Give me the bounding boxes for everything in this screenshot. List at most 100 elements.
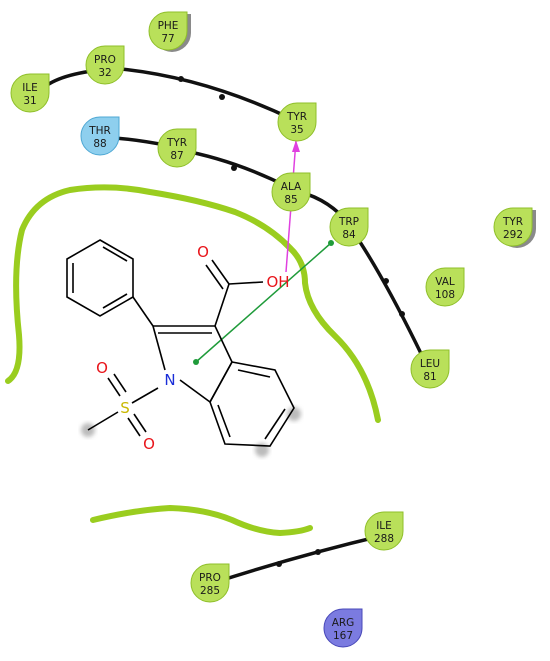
residue-bubble bbox=[329, 207, 369, 247]
atom-oh: OH bbox=[266, 273, 289, 291]
backbone-pro285-ile288 bbox=[212, 533, 386, 585]
residue-bubble bbox=[148, 11, 188, 51]
pi-pi-line bbox=[195, 242, 332, 363]
pi-pi-endpoint bbox=[193, 359, 199, 365]
atom-o-sulfonyl-2: O bbox=[143, 435, 155, 453]
residue-number: 108 bbox=[435, 289, 455, 301]
residue-name: THR bbox=[88, 125, 111, 137]
residue-number: 31 bbox=[23, 95, 36, 107]
phenyl-ring bbox=[66, 239, 134, 317]
backbone-node bbox=[315, 549, 321, 555]
interactions bbox=[193, 139, 334, 365]
residue-name: PRO bbox=[94, 54, 116, 66]
residue-number: 167 bbox=[333, 630, 353, 642]
phenyl-double-bond bbox=[102, 293, 128, 309]
atom-o-sulfonyl-1: O bbox=[96, 359, 108, 377]
backbone-pro32-tyr35 bbox=[109, 66, 295, 122]
residue-number: 292 bbox=[503, 229, 523, 241]
hbond-arrowhead bbox=[292, 140, 300, 152]
residue-bubble bbox=[85, 45, 125, 85]
backbone-node bbox=[383, 278, 389, 284]
residue-name: ILE bbox=[22, 82, 38, 94]
residue-name: LEU bbox=[420, 358, 440, 370]
residue-name: VAL bbox=[435, 276, 455, 288]
bond-c3-cooh bbox=[214, 283, 230, 327]
atom-n: N bbox=[164, 371, 175, 389]
pi-pi-endpoint bbox=[328, 240, 334, 246]
bond-c-o bbox=[211, 259, 230, 285]
ligand: O OH N S O O bbox=[66, 239, 301, 457]
residue-name: ILE bbox=[376, 520, 392, 532]
bond-s-o1 bbox=[107, 377, 121, 397]
residue-bubble bbox=[190, 563, 230, 603]
atom-s: S bbox=[120, 399, 130, 417]
residue-bubble bbox=[157, 128, 197, 168]
backbone-trp84-leu81 bbox=[350, 229, 430, 369]
pocket-outline bbox=[5, 184, 381, 537]
bond-c7a-n bbox=[179, 379, 211, 403]
residue-number: 288 bbox=[374, 533, 394, 545]
residue-bubble bbox=[271, 172, 311, 212]
residue-bubble bbox=[364, 511, 404, 551]
bond-s-o2 bbox=[127, 417, 141, 437]
bond-n-s bbox=[131, 387, 159, 404]
residue-bubble bbox=[493, 207, 533, 247]
benzo-double-bond bbox=[217, 404, 231, 438]
backbone-node bbox=[219, 94, 225, 100]
residue-name: PRO bbox=[199, 572, 221, 584]
residue-bubble bbox=[10, 73, 50, 113]
bond bbox=[132, 296, 154, 327]
benzo-double-bond bbox=[237, 369, 271, 378]
backbone-node bbox=[276, 561, 282, 567]
bond-s-ch3 bbox=[87, 411, 119, 431]
residue-number: 81 bbox=[423, 371, 436, 383]
bond-n-c2 bbox=[152, 325, 166, 371]
benzo-ring bbox=[209, 361, 295, 447]
residue-number: 84 bbox=[342, 229, 356, 241]
residue-number: 87 bbox=[170, 150, 183, 162]
residue-number: 35 bbox=[290, 124, 303, 136]
residue-name: TYR bbox=[502, 216, 523, 228]
bond-s-o2-double bbox=[133, 413, 147, 433]
residue-number: 32 bbox=[98, 67, 111, 79]
residue-name: ALA bbox=[281, 181, 302, 193]
residue-bubble bbox=[323, 608, 363, 648]
residue-number: 85 bbox=[284, 194, 297, 206]
residue-bubble bbox=[80, 116, 120, 156]
backbone-node bbox=[178, 76, 184, 82]
pocket-line-lower bbox=[90, 504, 313, 537]
residue-name: TYR bbox=[166, 137, 187, 149]
bond-c-o-double bbox=[205, 264, 224, 290]
benzo-double-bond bbox=[264, 408, 286, 440]
residue-number: 77 bbox=[161, 33, 174, 45]
exposure-halo bbox=[287, 407, 301, 421]
residue-number: 285 bbox=[200, 585, 220, 597]
bond-c-oh bbox=[228, 281, 264, 285]
backbone-node bbox=[231, 165, 237, 171]
bond-c3-c3a bbox=[214, 325, 233, 363]
backbone-node bbox=[399, 311, 405, 317]
phenyl-double-bond bbox=[102, 246, 128, 262]
atom-o-carbonyl: O bbox=[197, 243, 209, 261]
residue-bubble bbox=[425, 267, 465, 307]
residue-name: TYR bbox=[286, 111, 307, 123]
residue-name: TRP bbox=[338, 216, 359, 228]
residue-name: ARG bbox=[332, 617, 355, 629]
pocket-line-main bbox=[5, 184, 381, 423]
residue-number: 88 bbox=[93, 138, 106, 150]
bond-s-o1-double bbox=[113, 373, 127, 393]
